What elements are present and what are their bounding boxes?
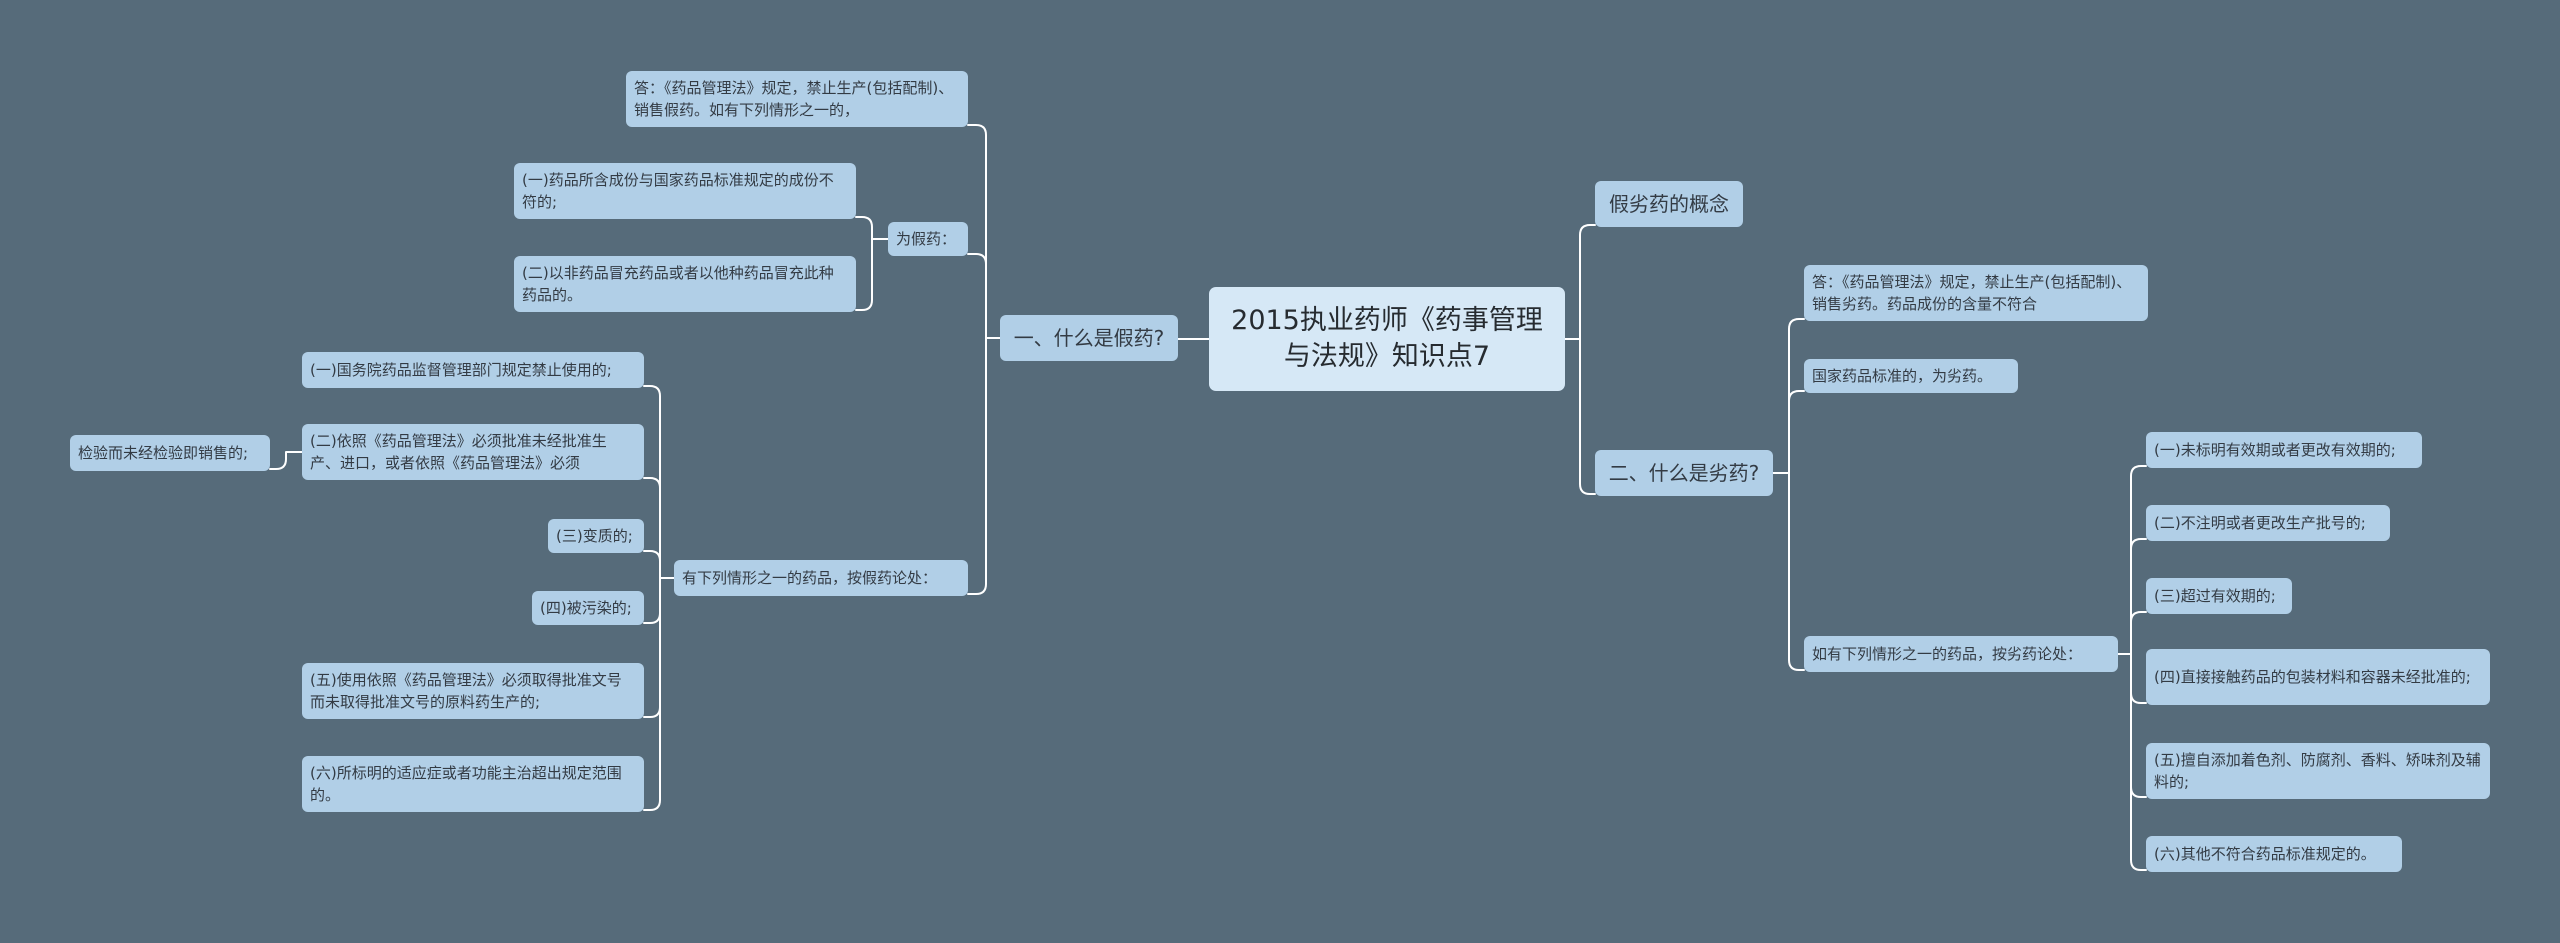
node-text: (四)直接接触药品的包装材料和容器未经批准的; — [2154, 668, 2471, 686]
treated-as-substandard-item-3[interactable]: (三)超过有效期的; — [2146, 578, 2292, 614]
node-text: (六)所标明的适应症或者功能主治超出规定范围的。 — [310, 764, 622, 804]
substandard-drug-standard[interactable]: 国家药品标准的，为劣药。 — [1804, 359, 2018, 393]
branch-concept[interactable]: 假劣药的概念 — [1595, 181, 1743, 227]
node-text: (一)药品所含成份与国家药品标准规定的成份不符的; — [522, 171, 834, 211]
node-text: 检验而未经检验即销售的; — [78, 444, 249, 462]
branch-label: 一、什么是假药? — [1013, 326, 1165, 350]
node-text: (六)其他不符合药品标准规定的。 — [2154, 845, 2376, 863]
branch-what-is-substandard-drug[interactable]: 二、什么是劣药? — [1595, 450, 1773, 496]
node-text: (一)国务院药品监督管理部门规定禁止使用的; — [310, 361, 612, 379]
node-text: 为假药： — [896, 230, 957, 248]
connector-2 — [967, 124, 1001, 595]
treated-as-substandard-item-5[interactable]: (五)擅自添加着色剂、防腐剂、香料、矫味剂及辅料的; — [2146, 743, 2490, 799]
treated-as-fake-item-3[interactable]: (三)变质的; — [548, 519, 644, 553]
connector-6 — [1772, 318, 1805, 671]
treated-as-fake-item-6[interactable]: (六)所标明的适应症或者功能主治超出规定范围的。 — [302, 756, 644, 812]
fake-drug-item-2[interactable]: (二)以非药品冒充药品或者以他种药品冒充此种药品的。 — [514, 256, 856, 312]
node-text: 国家药品标准的，为劣药。 — [1812, 367, 1993, 385]
treated-as-substandard-item-2[interactable]: (二)不注明或者更改生产批号的; — [2146, 505, 2390, 541]
branch-label: 二、什么是劣药? — [1608, 461, 1760, 485]
node-text: 答：《药品管理法》规定，禁止生产(包括配制)、销售假药。如有下列情形之一的， — [634, 79, 954, 119]
node-text: (五)擅自添加着色剂、防腐剂、香料、矫味剂及辅料的; — [2154, 751, 2481, 791]
substandard-drug-answer[interactable]: 答：《药品管理法》规定，禁止生产(包括配制)、销售劣药。药品成份的含量不符合 — [1804, 265, 2148, 321]
node-text: (一)未标明有效期或者更改有效期的; — [2154, 441, 2396, 459]
treated-as-fake-item-5[interactable]: (五)使用依照《药品管理法》必须取得批准文号而未取得批准文号的原料药生产的; — [302, 663, 644, 719]
node-text: (三)变质的; — [556, 527, 633, 545]
node-text: (三)超过有效期的; — [2154, 587, 2276, 605]
root-topic-label: 2015执业药师《药事管理与法规》知识点7 — [1231, 305, 1543, 372]
connector-4 — [643, 385, 675, 811]
treated-as-fake-group[interactable]: 有下列情形之一的药品，按假药论处： — [674, 560, 968, 596]
branch-what-is-fake-drug[interactable]: 一、什么是假药? — [1000, 315, 1178, 361]
node-text: (四)被污染的; — [540, 599, 632, 617]
treated-as-substandard-group[interactable]: 如有下列情形之一的药品，按劣药论处： — [1804, 636, 2118, 672]
treated-as-fake-item-4[interactable]: (四)被污染的; — [532, 591, 644, 625]
treated-as-substandard-item-6[interactable]: (六)其他不符合药品标准规定的。 — [2146, 836, 2402, 872]
node-text: 有下列情形之一的药品，按假药论处： — [682, 569, 938, 587]
branch-label: 假劣药的概念 — [1609, 192, 1729, 216]
node-text: (二)不注明或者更改生产批号的; — [2154, 514, 2366, 532]
treated-as-fake-sub-item[interactable]: 检验而未经检验即销售的; — [70, 435, 270, 471]
fake-drug-item-1[interactable]: (一)药品所含成份与国家药品标准规定的成份不符的; — [514, 163, 856, 219]
root-topic[interactable]: 2015执业药师《药事管理与法规》知识点7 — [1209, 287, 1565, 391]
treated-as-substandard-item-1[interactable]: (一)未标明有效期或者更改有效期的; — [2146, 432, 2422, 468]
treated-as-fake-item-1[interactable]: (一)国务院药品监督管理部门规定禁止使用的; — [302, 352, 644, 388]
treated-as-substandard-item-4[interactable]: (四)直接接触药品的包装材料和容器未经批准的; — [2146, 649, 2490, 705]
node-text: 如有下列情形之一的药品，按劣药论处： — [1812, 645, 2083, 663]
treated-as-fake-item-2[interactable]: (二)依照《药品管理法》必须批准未经批准生产、进口，或者依照《药品管理法》必须 — [302, 424, 644, 480]
node-text: 答：《药品管理法》规定，禁止生产(包括配制)、销售劣药。药品成份的含量不符合 — [1812, 273, 2132, 313]
fake-drug-group[interactable]: 为假药： — [888, 222, 968, 256]
node-text: (二)依照《药品管理法》必须批准未经批准生产、进口，或者依照《药品管理法》必须 — [310, 432, 607, 472]
node-text: (五)使用依照《药品管理法》必须取得批准文号而未取得批准文号的原料药生产的; — [310, 671, 622, 711]
connector-7 — [2117, 465, 2147, 871]
connector-3 — [855, 216, 889, 311]
fake-drug-answer[interactable]: 答：《药品管理法》规定，禁止生产(包括配制)、销售假药。如有下列情形之一的， — [626, 71, 968, 127]
node-text: (二)以非药品冒充药品或者以他种药品冒充此种药品的。 — [522, 264, 834, 304]
connector-5 — [269, 451, 303, 470]
connector-1 — [1564, 224, 1596, 495]
